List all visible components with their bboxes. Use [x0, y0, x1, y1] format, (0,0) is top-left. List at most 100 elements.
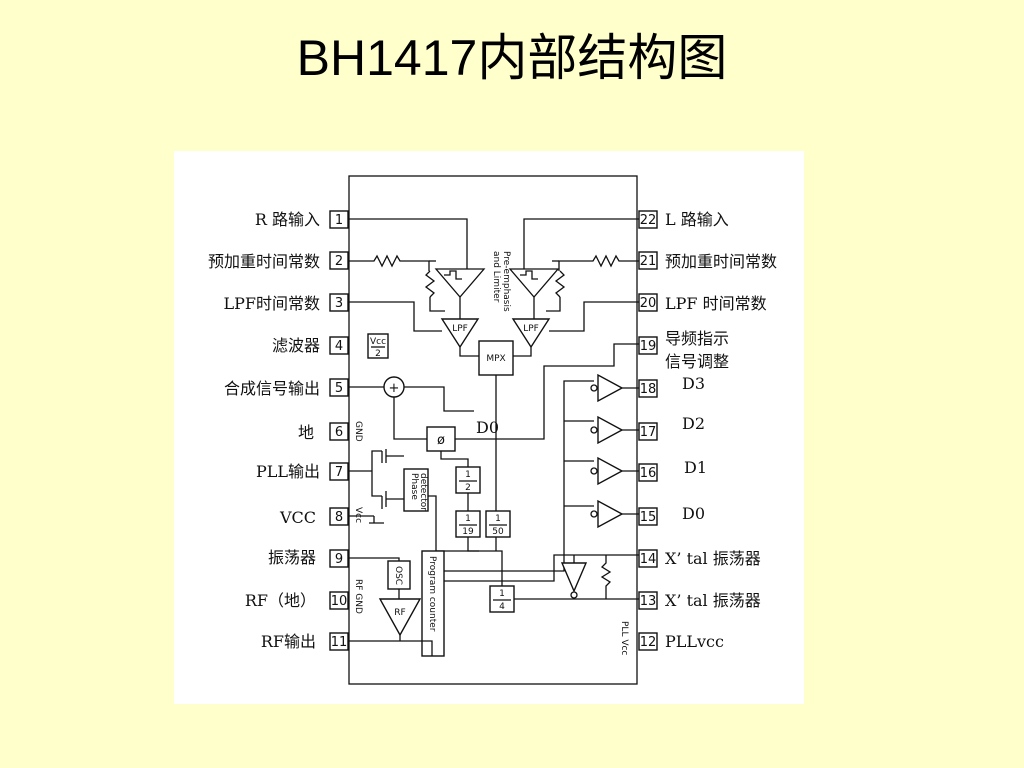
pin-16-label: D1 — [684, 458, 707, 477]
pin-18: 18 D3 — [638, 374, 705, 398]
svg-text:1: 1 — [465, 514, 471, 524]
vcc-label: Vcc — [353, 507, 363, 523]
pin-8: 8 VCC — [279, 507, 349, 527]
divide-by-2: 1 2 — [455, 466, 481, 494]
svg-text:20: 20 — [640, 296, 657, 311]
pin-4-label: 滤波器 — [272, 336, 320, 355]
svg-text:+: + — [389, 381, 400, 396]
divide-by-19: 1 19 — [455, 510, 481, 538]
rf-gnd-label: RF GND — [353, 579, 363, 614]
svg-text:Vcc: Vcc — [370, 337, 386, 347]
pin-17: 17 D2 — [638, 414, 705, 441]
pin-13: 13 X’ tal 振荡器 — [638, 591, 761, 610]
left-pre-amp — [424, 268, 486, 312]
svg-text:14: 14 — [640, 552, 657, 567]
svg-text:Program counter: Program counter — [427, 556, 437, 632]
pin-20: 20 LPF 时间常数 — [638, 293, 767, 313]
pin-11-label: RF输出 — [261, 632, 316, 651]
svg-text:7: 7 — [335, 465, 343, 480]
phase-comparator: ø — [426, 426, 456, 452]
pin-18-label: D3 — [682, 374, 705, 393]
pin-13-label: X’ tal 振荡器 — [665, 591, 761, 610]
pin-22-label: L 路输入 — [665, 210, 729, 229]
divide-by-50: 1 50 — [485, 510, 511, 538]
pll-vcc-label: PLL Vcc — [619, 621, 629, 655]
right-pin-column: 22 L 路输入 21 预加重时间常数 20 LPF 时间常数 19 导频指示信号调整… — [638, 210, 777, 651]
pin-3: 3 LPF时间常数 — [224, 293, 349, 313]
pin-6-label: 地 — [298, 423, 314, 442]
svg-text:4: 4 — [499, 602, 505, 612]
svg-text:10: 10 — [331, 594, 348, 609]
svg-text:4: 4 — [335, 339, 343, 354]
svg-text:OSC: OSC — [393, 566, 403, 585]
svg-text:50: 50 — [492, 527, 504, 537]
vcc-half-block: Vcc 2 — [367, 333, 389, 359]
pin-10: 10 RF（地） — [245, 591, 349, 610]
svg-text:9: 9 — [335, 552, 343, 567]
slide-title: BH1417内部结构图 — [296, 30, 728, 86]
svg-text:ø: ø — [437, 433, 445, 448]
pin-21-label: 预加重时间常数 — [665, 252, 777, 271]
pin-6: 6地 — [298, 422, 349, 442]
svg-text:12: 12 — [640, 635, 657, 650]
svg-text:6: 6 — [335, 425, 343, 440]
svg-text:LPF: LPF — [452, 324, 468, 334]
pin-5-label: 合成信号输出 — [224, 379, 320, 398]
pin-12-label: PLLvcc — [665, 632, 724, 651]
pin-20-label: LPF 时间常数 — [665, 294, 767, 313]
pin-5: 5 合成信号输出 — [224, 378, 349, 398]
pin-9-label: 振荡器 — [268, 548, 316, 567]
phase-detector-block: Phasedetector — [403, 468, 429, 512]
svg-text:22: 22 — [640, 213, 657, 228]
svg-text:Phasedetector: Phasedetector — [409, 473, 428, 511]
svg-text:LPF: LPF — [523, 324, 539, 334]
svg-text:MPX: MPX — [486, 354, 505, 364]
pin-17-label: D2 — [682, 414, 705, 433]
divide-by-4: 1 4 — [489, 585, 515, 613]
pin-1: 1 R 路输入 — [255, 210, 349, 229]
pin-2: 2 预加重时间常数 — [208, 251, 349, 271]
pin-9: 9 振荡器 — [268, 548, 349, 568]
rf-amp: RF — [378, 598, 422, 637]
program-counter-block: Program counter — [421, 550, 445, 657]
pin-8-label: VCC — [279, 508, 316, 527]
svg-text:15: 15 — [640, 510, 657, 525]
pin-2-label: 预加重时间常数 — [208, 252, 320, 271]
pin-14: 14 X’ tal 振荡器 — [638, 549, 761, 568]
pin-12: 12 PLLvcc — [638, 632, 724, 651]
pin-3-label: LPF时间常数 — [224, 294, 321, 313]
pin-11: 11 RF输出 — [261, 632, 349, 651]
summing-node: + — [348, 376, 474, 440]
svg-text:19: 19 — [462, 527, 474, 537]
pin-14-label: X’ tal 振荡器 — [665, 549, 761, 568]
pin-19-label: 导频指示信号调整 — [665, 329, 729, 371]
svg-text:11: 11 — [331, 635, 348, 650]
svg-text:1: 1 — [335, 213, 343, 228]
svg-text:17: 17 — [640, 425, 657, 440]
svg-text:RF: RF — [394, 608, 405, 618]
svg-text:2: 2 — [335, 254, 343, 269]
pin-10-label: RF（地） — [245, 591, 316, 610]
d0-inner-label: D0 — [476, 418, 499, 437]
svg-text:21: 21 — [640, 254, 657, 269]
output-buffers — [590, 373, 639, 529]
pin-1-label: R 路输入 — [255, 210, 320, 229]
svg-text:1: 1 — [495, 514, 501, 524]
svg-text:5: 5 — [335, 381, 343, 396]
svg-text:2: 2 — [375, 349, 381, 359]
svg-text:13: 13 — [640, 594, 657, 609]
gnd-label: GND — [353, 421, 363, 442]
pin-19: 19 导频指示信号调整 — [638, 329, 729, 371]
pin-21: 21 预加重时间常数 — [638, 251, 777, 271]
right-pre-amp — [508, 268, 566, 312]
osc-block: OSC — [387, 560, 411, 590]
svg-text:3: 3 — [335, 296, 343, 311]
left-lpf: LPF — [440, 297, 480, 349]
pin-4: 4 滤波器 — [272, 336, 349, 355]
svg-text:18: 18 — [640, 382, 657, 397]
svg-text:8: 8 — [335, 510, 343, 525]
